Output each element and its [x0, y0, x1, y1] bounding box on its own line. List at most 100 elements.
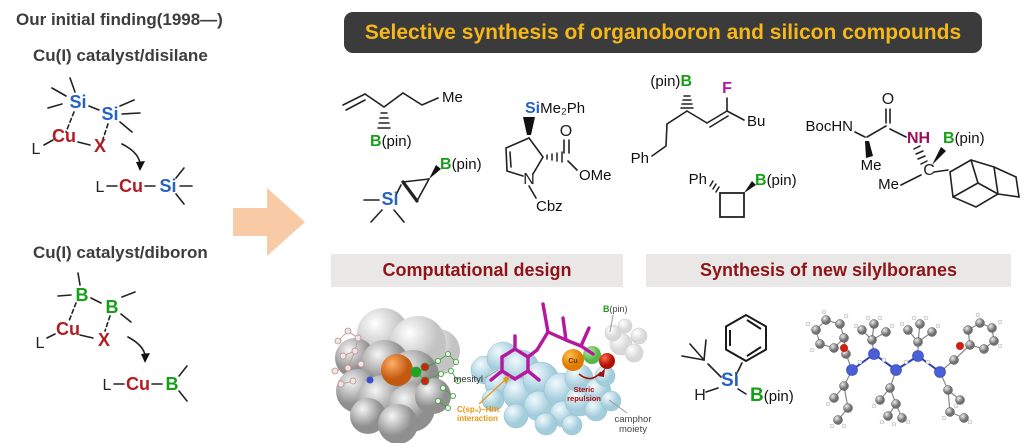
steric-label-2: repulsion: [567, 394, 601, 403]
mesityl-label: mesityl: [453, 374, 483, 385]
nh-label: NH: [907, 130, 930, 147]
n-atom-dot: [366, 376, 374, 384]
ligand-label: L: [96, 179, 105, 196]
wedge-bond: [429, 165, 441, 179]
hashed-bond: [377, 112, 391, 129]
h-atom: H: [694, 387, 706, 404]
gray-spheres: [335, 308, 460, 443]
structure-silylborane: Si H B(pin): [681, 313, 794, 406]
si-atom: Si: [381, 189, 398, 209]
x-atom: X: [94, 136, 106, 156]
b-atom: B: [750, 385, 764, 406]
camphor-label-1: camphor: [615, 414, 652, 425]
b-atom: B: [680, 73, 692, 90]
structure-silyl-cyclopropane: Si B(pin): [363, 156, 482, 223]
svg-text:SiMe₂Ph: SiMe₂Ph: [525, 100, 585, 117]
cu-atom: Cu: [126, 374, 150, 394]
cu-sphere: [562, 349, 584, 371]
svg-text:(pin)B: (pin)B: [650, 73, 692, 90]
pin-label: (pin): [650, 73, 680, 90]
computational-model-spacefill: [331, 308, 461, 443]
bu-label: Bu: [747, 113, 765, 130]
adamantyl-cage: [949, 159, 1020, 208]
arrowhead: [141, 353, 150, 363]
structure-boryl-cyclobutane: Ph B(pin): [689, 171, 797, 218]
oxygen-atom: [840, 344, 848, 352]
main-banner-title: Selective synthesis of organoboron and s…: [364, 20, 962, 44]
steric-label-1: Steric: [574, 385, 595, 394]
green-ballstick-fragment: [410, 351, 461, 412]
hashed-bond: [546, 151, 563, 163]
b-atom: B: [943, 130, 955, 147]
bochn-label: BocHN: [805, 118, 853, 135]
oxygen-sphere: [599, 353, 615, 369]
diboron-complex: B B Cu X L: [36, 272, 150, 363]
ph-label: Ph: [631, 150, 649, 167]
b-atom: B: [106, 297, 119, 317]
structure-fluoro-alkene: (pin)B F Bu Ph: [631, 73, 766, 167]
si-atom: Si: [101, 104, 118, 124]
hashed-bond: [709, 180, 720, 193]
cu-atom: Cu: [56, 319, 80, 339]
scheme-diboron: B B Cu X L L Cu B: [36, 272, 188, 402]
scheme-disilane-title: Cu(I) catalyst/disilane: [33, 46, 208, 65]
cbz-label: Cbz: [536, 198, 563, 215]
cu-atom: Cu: [119, 176, 143, 196]
me-label: Me: [878, 176, 899, 193]
ome-label: OMe: [579, 167, 612, 184]
ligand-label: L: [36, 335, 45, 352]
svg-text:B(pin): B(pin): [755, 172, 797, 189]
pin-label: (pin): [764, 388, 794, 405]
hydrogen-atoms: [805, 309, 1003, 429]
x-atom: X: [98, 330, 110, 350]
ligand-label: L: [103, 377, 112, 394]
steric-arrowhead: [598, 368, 605, 377]
scheme-disilane: Si Si Cu X L L Cu Si: [32, 77, 193, 205]
o-atom: O: [882, 91, 894, 108]
wedge-bond: [865, 141, 873, 158]
white-spheres-bpin: [604, 318, 648, 363]
si-atom: Si: [525, 100, 540, 117]
hashed-bond: [680, 95, 694, 109]
disilane-product: L Cu Si: [96, 167, 193, 205]
camphor-label-2: moiety: [619, 424, 647, 435]
cu-sphere: [381, 354, 413, 386]
pin-label: (pin): [382, 133, 412, 150]
steric-arrow: [578, 371, 602, 380]
wedge-bond: [932, 147, 946, 165]
o-atom: O: [560, 123, 572, 140]
pin-label: (pin): [452, 156, 482, 173]
c-atom: C: [923, 162, 935, 179]
main-banner: Selective synthesis of organoboron and s…: [344, 12, 982, 53]
me-label: Me: [861, 157, 882, 174]
svg-text:B(pin): B(pin): [943, 130, 985, 147]
interaction-label-1: C(sp₃)–H/π: [457, 405, 500, 414]
interaction-arrowhead: [503, 376, 510, 384]
si-atom: Si: [721, 370, 739, 391]
b-atom: B: [755, 172, 767, 189]
carbon-atoms: [811, 315, 999, 425]
section-title: Synthesis of new silylboranes: [699, 260, 958, 280]
section-title: Computational design: [382, 260, 572, 280]
structure-amino-boronate: BocHN O NH Me Me C B(pin): [805, 91, 1020, 208]
interaction-label-2: interaction: [457, 414, 498, 423]
svg-text:B(pin): B(pin): [370, 133, 412, 150]
interaction-pointer: [478, 379, 506, 405]
curved-arrow: [121, 143, 141, 164]
section-banner-computational: Computational design: [331, 254, 623, 287]
b-atom: B: [440, 156, 452, 173]
si-atom: Si: [159, 176, 176, 196]
oxygen-atom: [956, 342, 964, 350]
disilane-complex: Si Si Cu X L: [32, 77, 145, 171]
sime2ph-label: Me₂Ph: [540, 100, 585, 117]
si-atom: Si: [69, 92, 86, 112]
cu-label: Cu: [568, 358, 577, 365]
n-atom: N: [523, 171, 535, 188]
transition-arrow-icon: [233, 188, 305, 256]
curved-arrow: [127, 336, 146, 356]
wedge-bond: [744, 181, 756, 193]
pin-label: (pin): [767, 172, 797, 189]
pink-ballstick-fragment: [331, 327, 365, 388]
magenta-ligand-sticks: [489, 302, 595, 382]
